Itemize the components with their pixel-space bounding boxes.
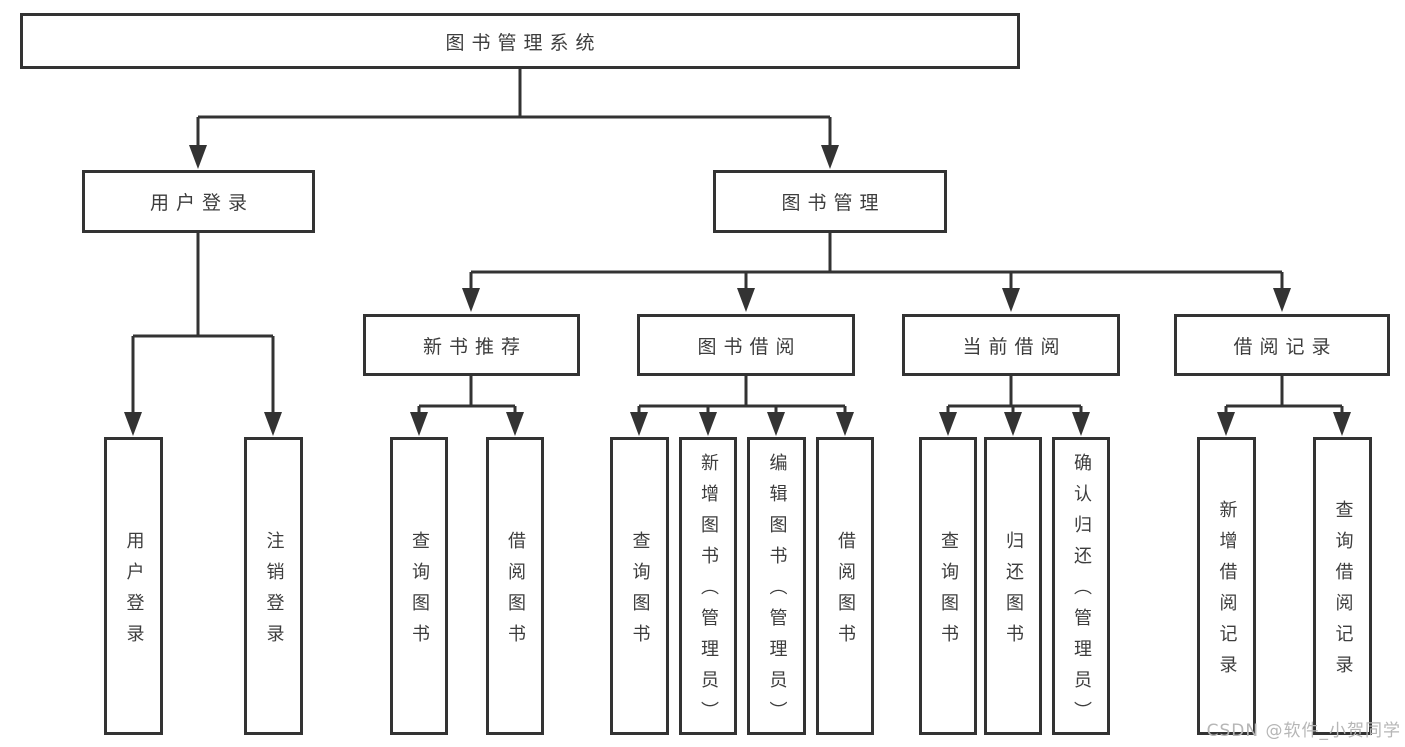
leaf-query-borrow-record: 查询借阅记录 bbox=[1313, 437, 1372, 735]
leaf-user-login: 用户登录 bbox=[104, 437, 163, 735]
node-current-borrowing: 当前借阅 bbox=[902, 314, 1120, 376]
leaf-edit-books-admin: 编辑图书（管理员） bbox=[747, 437, 806, 735]
node-book-management: 图书管理 bbox=[713, 170, 947, 233]
node-borrowing-records: 借阅记录 bbox=[1174, 314, 1390, 376]
leaf-query-books-current: 查询图书 bbox=[919, 437, 977, 735]
leaf-logout: 注销登录 bbox=[244, 437, 303, 735]
leaf-borrow-books-recommend: 借阅图书 bbox=[486, 437, 544, 735]
leaf-confirm-return-admin: 确认归还（管理员） bbox=[1052, 437, 1110, 735]
leaf-add-borrow-record: 新增借阅记录 bbox=[1197, 437, 1256, 735]
node-user-login: 用户登录 bbox=[82, 170, 315, 233]
leaf-query-books-borrow: 查询图书 bbox=[610, 437, 669, 735]
csdn-watermark: CSDN @软件_小贺同学 bbox=[1206, 721, 1401, 741]
arrowheads bbox=[124, 145, 1351, 436]
leaf-return-books: 归还图书 bbox=[984, 437, 1042, 735]
leaf-query-books-recommend: 查询图书 bbox=[390, 437, 448, 735]
leaf-borrow-books: 借阅图书 bbox=[816, 437, 874, 735]
node-library-management-system: 图书管理系统 bbox=[20, 13, 1020, 69]
node-new-book-recommendation: 新书推荐 bbox=[363, 314, 580, 376]
node-book-borrowing: 图书借阅 bbox=[637, 314, 855, 376]
leaf-add-books-admin: 新增图书（管理员） bbox=[679, 437, 737, 735]
